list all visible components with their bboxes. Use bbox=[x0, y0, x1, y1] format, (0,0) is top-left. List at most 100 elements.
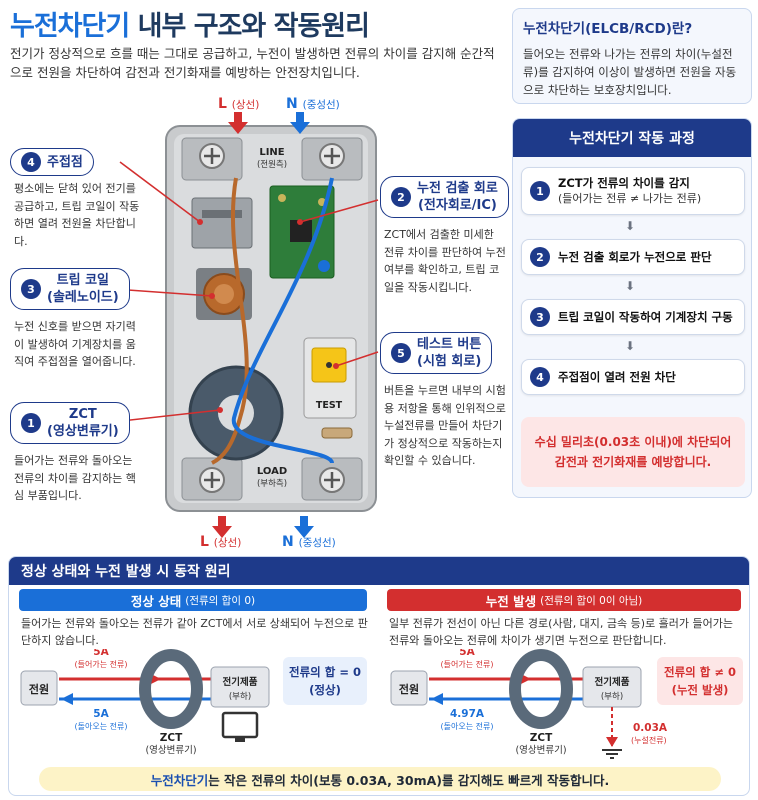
process-title: 누전차단기 작동 과정 bbox=[513, 119, 751, 157]
intro-text: 전기가 정상적으로 흐를 때는 그대로 공급하고, 누전이 발생하면 전류의 차… bbox=[10, 46, 495, 80]
part-main-contact-desc: 평소에는 닫혀 있어 전기를 공급하고, 트립 코일이 작동하면 열려 전원을 … bbox=[14, 182, 140, 248]
page-title: 누전차단기 내부 구조와 작동원리 bbox=[10, 4, 370, 43]
part-sub: (시험 회로) bbox=[417, 354, 482, 369]
leak-current-value: 0.03A bbox=[633, 722, 668, 734]
left-arrow-blue-icon bbox=[61, 693, 73, 705]
in-current-value: 5A bbox=[93, 649, 109, 658]
line-label: LINE bbox=[259, 147, 284, 158]
source-label: 전원 bbox=[399, 682, 419, 696]
zct-label: ZCT bbox=[160, 732, 183, 744]
step-text: 주접점이 열려 전원 차단 bbox=[558, 370, 676, 384]
normal-desc: 들어가는 전류와 돌아오는 전류가 같아 ZCT에서 서로 상쇄되어 누전으로 … bbox=[21, 617, 368, 647]
leader-lines bbox=[111, 161, 379, 423]
process-box: 누전차단기 작동 과정 1 ZCT가 전류의 차이를 감지(들어가는 전류 ≠ … bbox=[512, 118, 752, 498]
test-resistor bbox=[321, 427, 353, 439]
part-number: 4 bbox=[21, 152, 41, 172]
step-number: 3 bbox=[530, 307, 550, 327]
load-sub-label: (부하) bbox=[229, 691, 251, 702]
step-text: 누전 검출 회로가 누전으로 판단 bbox=[558, 250, 712, 264]
part-trip-coil-desc: 누전 신호를 받으면 자기력이 발생하여 기계장치를 움직여 주접점을 열어줍니… bbox=[14, 320, 136, 368]
down-arrow-blue-icon bbox=[290, 112, 310, 134]
out-current-value: 5A bbox=[93, 708, 109, 720]
left-arrow-blue-icon bbox=[431, 693, 443, 705]
load-label: LOAD bbox=[257, 466, 287, 477]
definition-body: 들어오는 전류와 나가는 전류의 차이(누설전류)를 감지하여 이상이 발생하면… bbox=[523, 47, 737, 97]
warning-line-2: 감전과 전기화재를 예방합니다. bbox=[554, 455, 712, 469]
in-current-label: (들어가는 전류) bbox=[441, 659, 494, 669]
down-arrow-icon: ⬇ bbox=[625, 279, 636, 293]
part-detection-circuit-desc: ZCT에서 검출한 미세한 전류 차이를 판단하여 누전 여부를 확인하고, 트… bbox=[384, 228, 506, 294]
step-text: 트립 코일이 작동하여 기계장치 구동 bbox=[558, 310, 733, 324]
source-label: 전원 bbox=[29, 682, 49, 696]
zct-ring-icon bbox=[509, 649, 573, 729]
part-number: 1 bbox=[21, 413, 41, 433]
leak-current-label: (누설전류) bbox=[631, 735, 667, 745]
step-number: 1 bbox=[530, 181, 550, 201]
down-arrow-red-icon bbox=[228, 112, 248, 134]
normal-diagram: 전원 5A (들어가는 전류) 5A (돌아오는 전류) ZCT (영상변류기)… bbox=[20, 649, 270, 756]
part-name: 누전 검출 회로 bbox=[417, 181, 498, 196]
process-step-3: 3 트립 코일이 작동하여 기계장치 구동 bbox=[521, 299, 745, 335]
neutral-wire-blue bbox=[231, 177, 334, 464]
sum-text: 전류의 합 = 0 bbox=[289, 665, 361, 679]
leak-desc: 일부 전류가 전선이 아닌 다른 경로(사람, 대지, 금속 등)로 흘러가 들… bbox=[389, 617, 734, 647]
zct-ring-icon bbox=[139, 649, 203, 729]
part-zct-label: 1 ZCT (영상변류기) bbox=[10, 402, 130, 444]
load-sub-label: (부하) bbox=[601, 691, 623, 702]
title-rest: 내부 구조와 작동원리 bbox=[137, 11, 370, 42]
load-label: 전기제품 bbox=[223, 676, 258, 688]
part-number: 5 bbox=[391, 343, 411, 363]
zct-label: ZCT bbox=[530, 732, 553, 744]
sum-sub: (누전 발생) bbox=[671, 683, 729, 697]
part-name: ZCT bbox=[68, 407, 97, 422]
normal-sum-box: 전류의 합 = 0 (정상) bbox=[283, 657, 367, 705]
part-sub: (솔레노이드) bbox=[47, 290, 119, 305]
part-sub: (전자회로/IC) bbox=[417, 198, 497, 213]
out-current-value: 4.97A bbox=[450, 708, 485, 720]
leak-head: 누전 발생(전류의 합이 0이 아님) bbox=[387, 589, 741, 611]
footer-rest: 는 작은 전류의 차이(보통 0.03A, 30mA)를 감지해도 빠르게 작동… bbox=[208, 772, 610, 788]
process-step-4: 4 주접점이 열려 전원 차단 bbox=[521, 359, 745, 395]
footer-highlight: 누전차단기 bbox=[150, 772, 209, 788]
definition-title: 누전차단기(ELCB/RCD)란? bbox=[523, 21, 693, 37]
principle-title: 정상 상태와 누전 발생 시 동작 원리 bbox=[9, 557, 749, 585]
part-zct-desc: 들어가는 전류와 돌아오는 전류의 차이를 감지하는 핵심 부품입니다. bbox=[14, 454, 136, 502]
step-number: 2 bbox=[530, 247, 550, 267]
part-test-button-label: 5 테스트 버튼 (시험 회로) bbox=[380, 332, 493, 374]
part-number: 2 bbox=[391, 187, 411, 207]
definition-box: 누전차단기(ELCB/RCD)란? 들어오는 전류와 나가는 전류의 차이(누설… bbox=[512, 8, 752, 104]
down-arrow-blue-icon bbox=[294, 516, 314, 538]
part-detection-circuit-label: 2 누전 검출 회로 (전자회로/IC) bbox=[380, 176, 509, 218]
zct-sub-label: (영상변류기) bbox=[145, 745, 196, 756]
sum-sub: (정상) bbox=[309, 683, 341, 697]
in-current-value: 5A bbox=[459, 649, 475, 658]
test-label: TEST bbox=[316, 400, 343, 411]
appliance-icon bbox=[221, 711, 259, 739]
title-highlight: 누전차단기 bbox=[10, 11, 130, 42]
part-main-contact-label: 4 주접점 bbox=[10, 148, 94, 176]
down-arrow-red-icon bbox=[212, 516, 232, 538]
ic-chip bbox=[290, 220, 312, 242]
zct-sub-label: (영상변류기) bbox=[515, 745, 566, 756]
part-name: 주접점 bbox=[47, 154, 83, 170]
out-current-label: (돌아오는 전류) bbox=[441, 721, 494, 731]
part-sub: (영상변류기) bbox=[47, 424, 119, 439]
line-phase-bottom: L (상선) bbox=[200, 534, 242, 550]
down-arrow-icon: ⬇ bbox=[625, 339, 636, 353]
step-number: 4 bbox=[530, 367, 550, 387]
normal-head: 정상 상태(전류의 합이 0) bbox=[19, 589, 367, 611]
warning-note: 수십 밀리초(0.03초 이내)에 차단되어 감전과 전기화재를 예방합니다. bbox=[521, 417, 745, 487]
out-current-label: (돌아오는 전류) bbox=[75, 721, 128, 731]
process-step-1: 1 ZCT가 전류의 차이를 감지(들어가는 전류 ≠ 나가는 전류) bbox=[521, 167, 745, 215]
part-number: 3 bbox=[21, 279, 41, 299]
part-name: 테스트 버튼 bbox=[417, 337, 482, 352]
warning-line-1: 수십 밀리초(0.03초 이내)에 차단되어 bbox=[534, 435, 732, 449]
sum-text: 전류의 합 ≠ 0 bbox=[664, 665, 736, 679]
neutral-top: N (중성선) bbox=[286, 96, 340, 112]
line-sub-label: (전원측) bbox=[257, 159, 287, 170]
process-step-2: 2 누전 검출 회로가 누전으로 판단 bbox=[521, 239, 745, 275]
leak-sum-box: 전류의 합 ≠ 0 (누전 발생) bbox=[657, 657, 743, 705]
step-subtext: (들어가는 전류 ≠ 나가는 전류) bbox=[558, 192, 702, 205]
